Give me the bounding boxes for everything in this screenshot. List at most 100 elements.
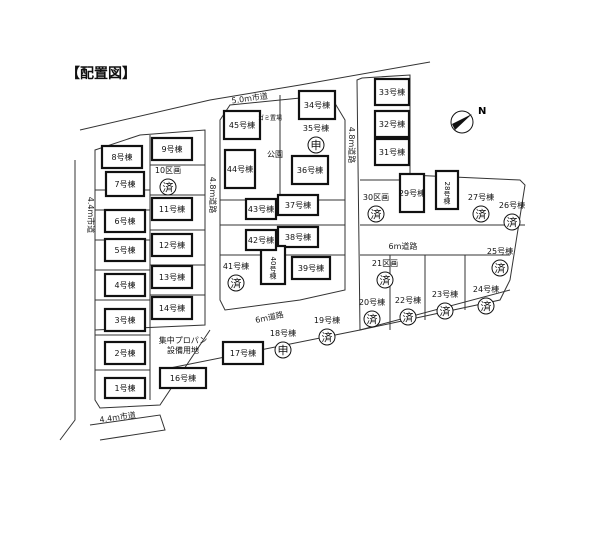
lot-11[interactable]: 11号棟: [150, 196, 194, 222]
lot-33[interactable]: 34号棟: [297, 89, 337, 121]
building-outline: [290, 255, 332, 281]
lot-label: 35号棟: [303, 123, 329, 133]
building-outline: [276, 193, 320, 217]
status-circle-icon: [477, 297, 495, 315]
status-badge: 済: [380, 273, 391, 287]
status-circle-icon: [227, 274, 245, 292]
lot-label: 45号棟: [229, 120, 255, 130]
building-outline: [297, 89, 337, 121]
lot-label: 19号棟: [314, 315, 340, 325]
lot-42[interactable]: 43号棟: [244, 197, 278, 221]
lot-43[interactable]: 44号棟: [223, 148, 257, 190]
lot-label: 25号棟: [487, 246, 513, 256]
lot-36[interactable]: 37号棟: [276, 193, 320, 217]
lot-37[interactable]: 38号棟: [276, 225, 320, 249]
lot-1[interactable]: 1号棟: [103, 376, 147, 400]
lot-3[interactable]: 3号棟: [103, 307, 147, 333]
building-outline: [103, 376, 147, 400]
lot-38[interactable]: 39号棟: [290, 255, 332, 281]
building-outline: [150, 264, 194, 290]
lot-label: 38号棟: [285, 232, 311, 242]
lot-12[interactable]: 12号棟: [150, 232, 194, 258]
propane-label-2: 設備用地: [167, 345, 199, 355]
lot-label: 22号棟: [395, 295, 421, 305]
lot-label: 37号棟: [285, 200, 311, 210]
lot-label: 36号棟: [297, 165, 323, 175]
status-badge: 済: [481, 299, 492, 313]
lot-8[interactable]: 8号棟: [100, 144, 144, 170]
lot-32[interactable]: 33号棟: [373, 77, 411, 107]
status-badge: 済: [440, 304, 451, 318]
lot-6[interactable]: 6号棟: [103, 208, 147, 234]
lot-13[interactable]: 13号棟: [150, 264, 194, 290]
page-title: 【配置図】: [66, 66, 136, 82]
lot-7[interactable]: 7号棟: [104, 170, 146, 198]
lot-label: 10区画: [155, 166, 181, 175]
building-outline: [223, 148, 257, 190]
lot-label: 21区画: [372, 259, 398, 268]
lot-16[interactable]: 17号棟: [221, 340, 265, 366]
lot-2[interactable]: 2号棟: [103, 340, 147, 366]
road-south-label: 6m道路: [254, 309, 284, 325]
status-badge: 申: [311, 139, 322, 152]
lot-label: 6号棟: [114, 216, 135, 226]
lot-41[interactable]: 42号棟: [244, 228, 278, 252]
lot-39[interactable]: 40号棟: [259, 244, 287, 286]
north-arrow-icon: N: [450, 106, 486, 134]
lot-label: 26号棟: [499, 200, 525, 210]
lot-31[interactable]: 32号棟: [373, 109, 411, 139]
lot-label: 31号棟: [379, 147, 405, 157]
building-outline: [103, 208, 147, 234]
garbage-area-label: ゴミ置場: [258, 114, 282, 122]
status-badge: 済: [476, 207, 487, 221]
status-circle-icon: [436, 302, 454, 320]
status-circle-icon: [307, 136, 325, 154]
building-outline: [103, 340, 147, 366]
lot-label: 1号棟: [114, 383, 135, 393]
status-circle-icon: [367, 205, 385, 223]
lot-9[interactable]: 9号棟: [150, 136, 194, 162]
status-circle-icon: [159, 178, 177, 196]
status-badge: 済: [403, 310, 414, 324]
building-outline: [104, 170, 146, 198]
lot-label: 18号棟: [270, 328, 296, 338]
building-outline: [150, 136, 194, 162]
lot-label: 30区画: [363, 193, 389, 202]
lot-5[interactable]: 5号棟: [103, 237, 147, 263]
lot-27[interactable]: 28号棟: [434, 169, 460, 211]
lot-14[interactable]: 14号棟: [150, 295, 194, 321]
lot-label: 13号棟: [159, 272, 185, 282]
building-outline: [100, 144, 144, 170]
lot-15[interactable]: 16号棟: [158, 366, 208, 390]
lot-label: 4号棟: [114, 280, 135, 290]
lot-28[interactable]: 29号棟: [398, 172, 426, 214]
lot-35[interactable]: 36号棟: [290, 154, 330, 186]
building-outline: [244, 197, 278, 221]
north-label: N: [478, 106, 486, 117]
status-circle-icon: [503, 213, 521, 231]
building-outline: [276, 225, 320, 249]
road-east-label: 6m道路: [389, 241, 418, 251]
park-label: 公園: [267, 150, 283, 159]
lot-4[interactable]: 4号棟: [103, 272, 147, 298]
lot-label: 32号棟: [379, 119, 405, 129]
lot-30[interactable]: 31号棟: [373, 137, 411, 167]
lot-44[interactable]: 45号棟: [222, 109, 262, 141]
lot-label: 41号棟: [223, 261, 249, 271]
lot-label: 16号棟: [170, 373, 196, 383]
building-outline: [103, 272, 147, 298]
